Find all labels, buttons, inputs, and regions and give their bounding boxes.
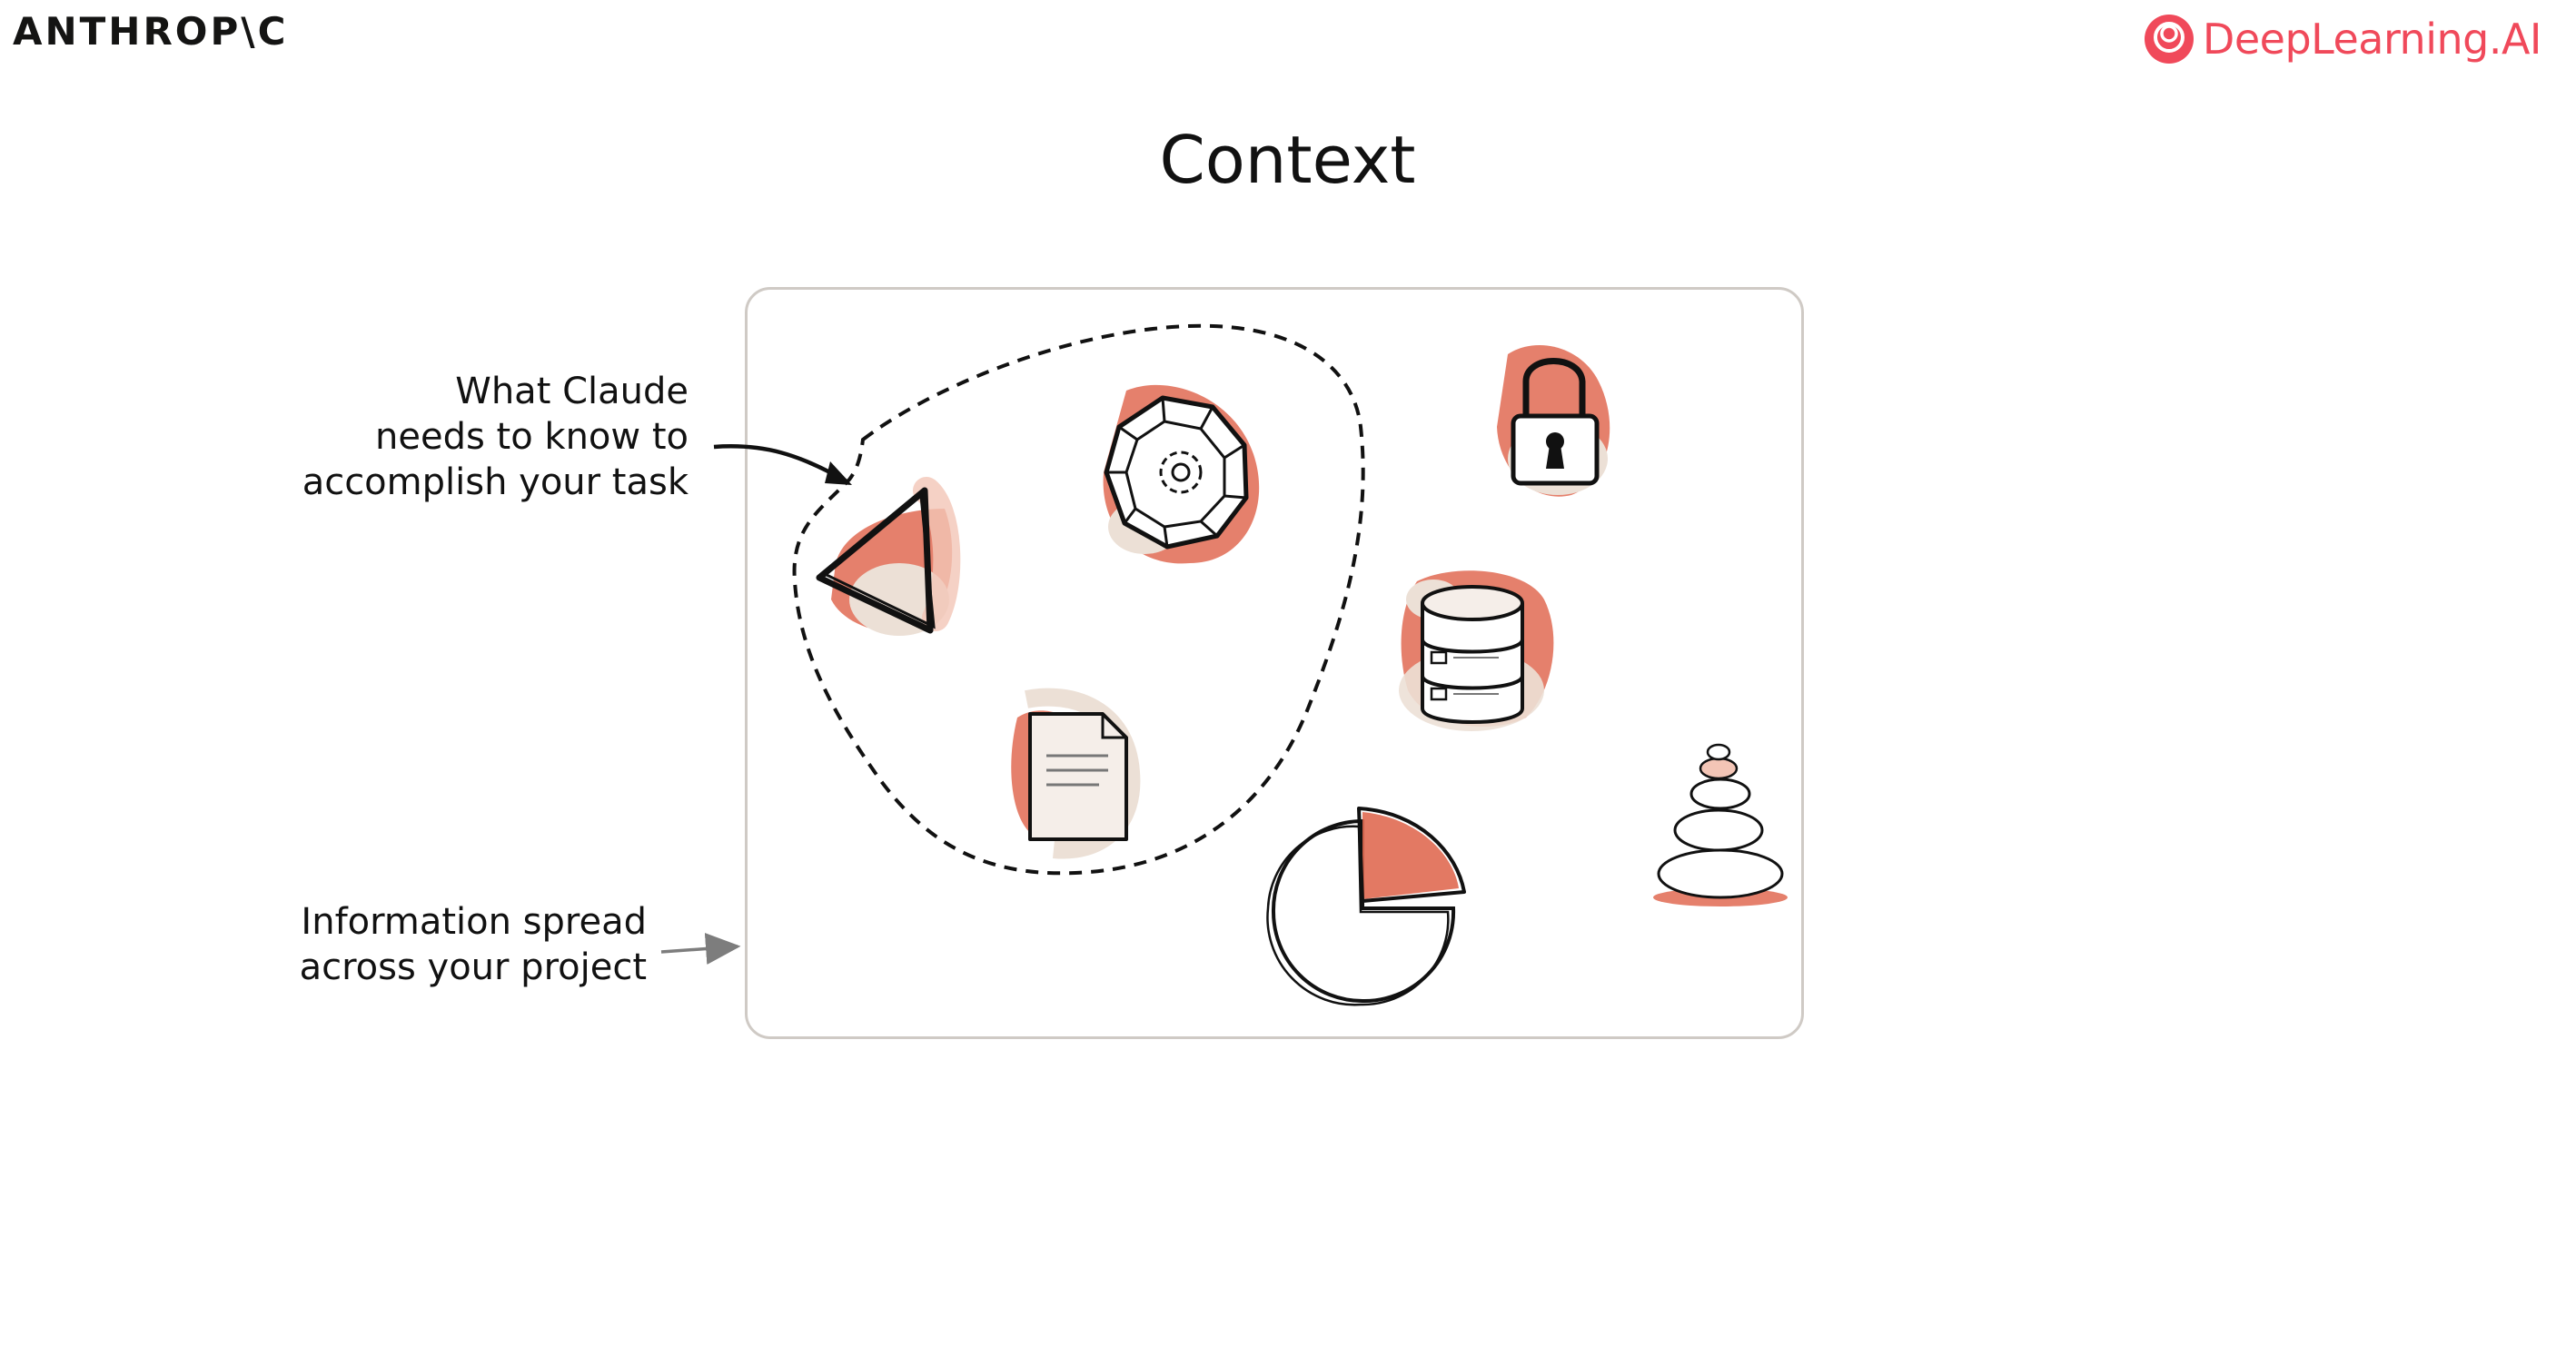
callout-information-spread: Information spread across your project — [300, 899, 647, 990]
callout-info-line-1: Information spread — [301, 901, 647, 943]
slide-title: Context — [1159, 122, 1416, 198]
claude-callout-arrow — [713, 444, 852, 485]
project-panel — [745, 287, 1804, 1039]
context-boundary — [792, 323, 1365, 876]
callout-claude-needs: What Claude needs to know to accomplish … — [302, 369, 689, 505]
deeplearning-ai-wordmark: DeepLearning.AI — [2202, 15, 2542, 64]
triangle-icon — [816, 477, 961, 636]
deeplearning-ai-logo: DeepLearning.AI — [2143, 13, 2542, 65]
callout-claude-line-1: What Claude — [455, 371, 689, 412]
anthropic-logo: ANTHROP\C — [13, 9, 289, 54]
lock-icon — [1497, 345, 1610, 497]
info-callout-arrow — [660, 933, 741, 965]
callout-claude-line-2: needs to know to — [375, 416, 689, 458]
callout-info-line-2: across your project — [299, 946, 647, 988]
callout-claude-line-3: accomplish your task — [302, 461, 689, 503]
pie-chart-icon — [1266, 807, 1466, 1006]
database-icon — [1399, 570, 1554, 731]
gear-icon — [1103, 384, 1260, 564]
stacked-stones-icon — [1653, 743, 1788, 906]
deeplearning-ai-logo-icon — [2144, 15, 2194, 64]
document-icon — [1011, 688, 1141, 859]
